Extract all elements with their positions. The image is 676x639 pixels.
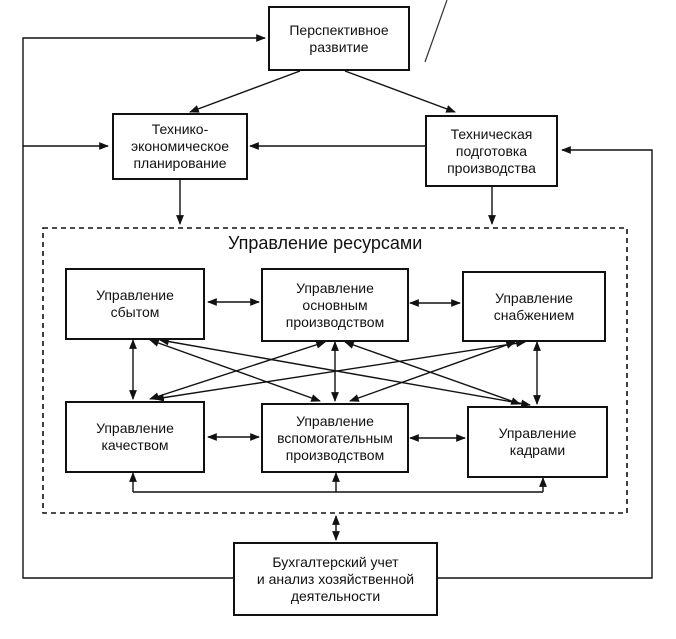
arrow-accounting-to-perspective: [22, 34, 266, 579]
link-sales-aux: [149, 339, 321, 402]
node-aux-production-management: Управление вспомогательным производством: [261, 403, 409, 473]
link-main-quality: [149, 341, 326, 400]
resource-group-frame: [42, 227, 628, 514]
node-quality-management: Управление качеством: [65, 401, 205, 473]
node-main-production-management: Управление основным производством: [261, 268, 409, 342]
node-perspective-development: Перспективное развитие: [268, 6, 410, 71]
node-tech-econ-planning: Технико- экономическое планирование: [112, 113, 248, 180]
arrow-perspective-to-tech-prep: [344, 70, 456, 113]
scan-artifact-line: [424, 0, 448, 63]
node-sales-management: Управление сбытом: [65, 268, 205, 340]
node-supply-management: Управление снабжением: [462, 271, 606, 342]
resource-group-title: Управление ресурсами: [228, 233, 423, 253]
node-tech-production-prep: Техническая подготовка производства: [425, 115, 558, 187]
arrow-perspective-to-planning: [189, 70, 301, 113]
link-supply-aux: [349, 341, 516, 402]
link-main-personnel: [344, 341, 521, 405]
arrow-accounting-to-tech-prep: [438, 146, 653, 579]
node-personnel-management: Управление кадрами: [467, 406, 608, 478]
node-accounting-analysis: Бухгалтерский учет и анализ хозяйственно…: [233, 542, 438, 616]
link-supply-quality: [154, 339, 526, 402]
